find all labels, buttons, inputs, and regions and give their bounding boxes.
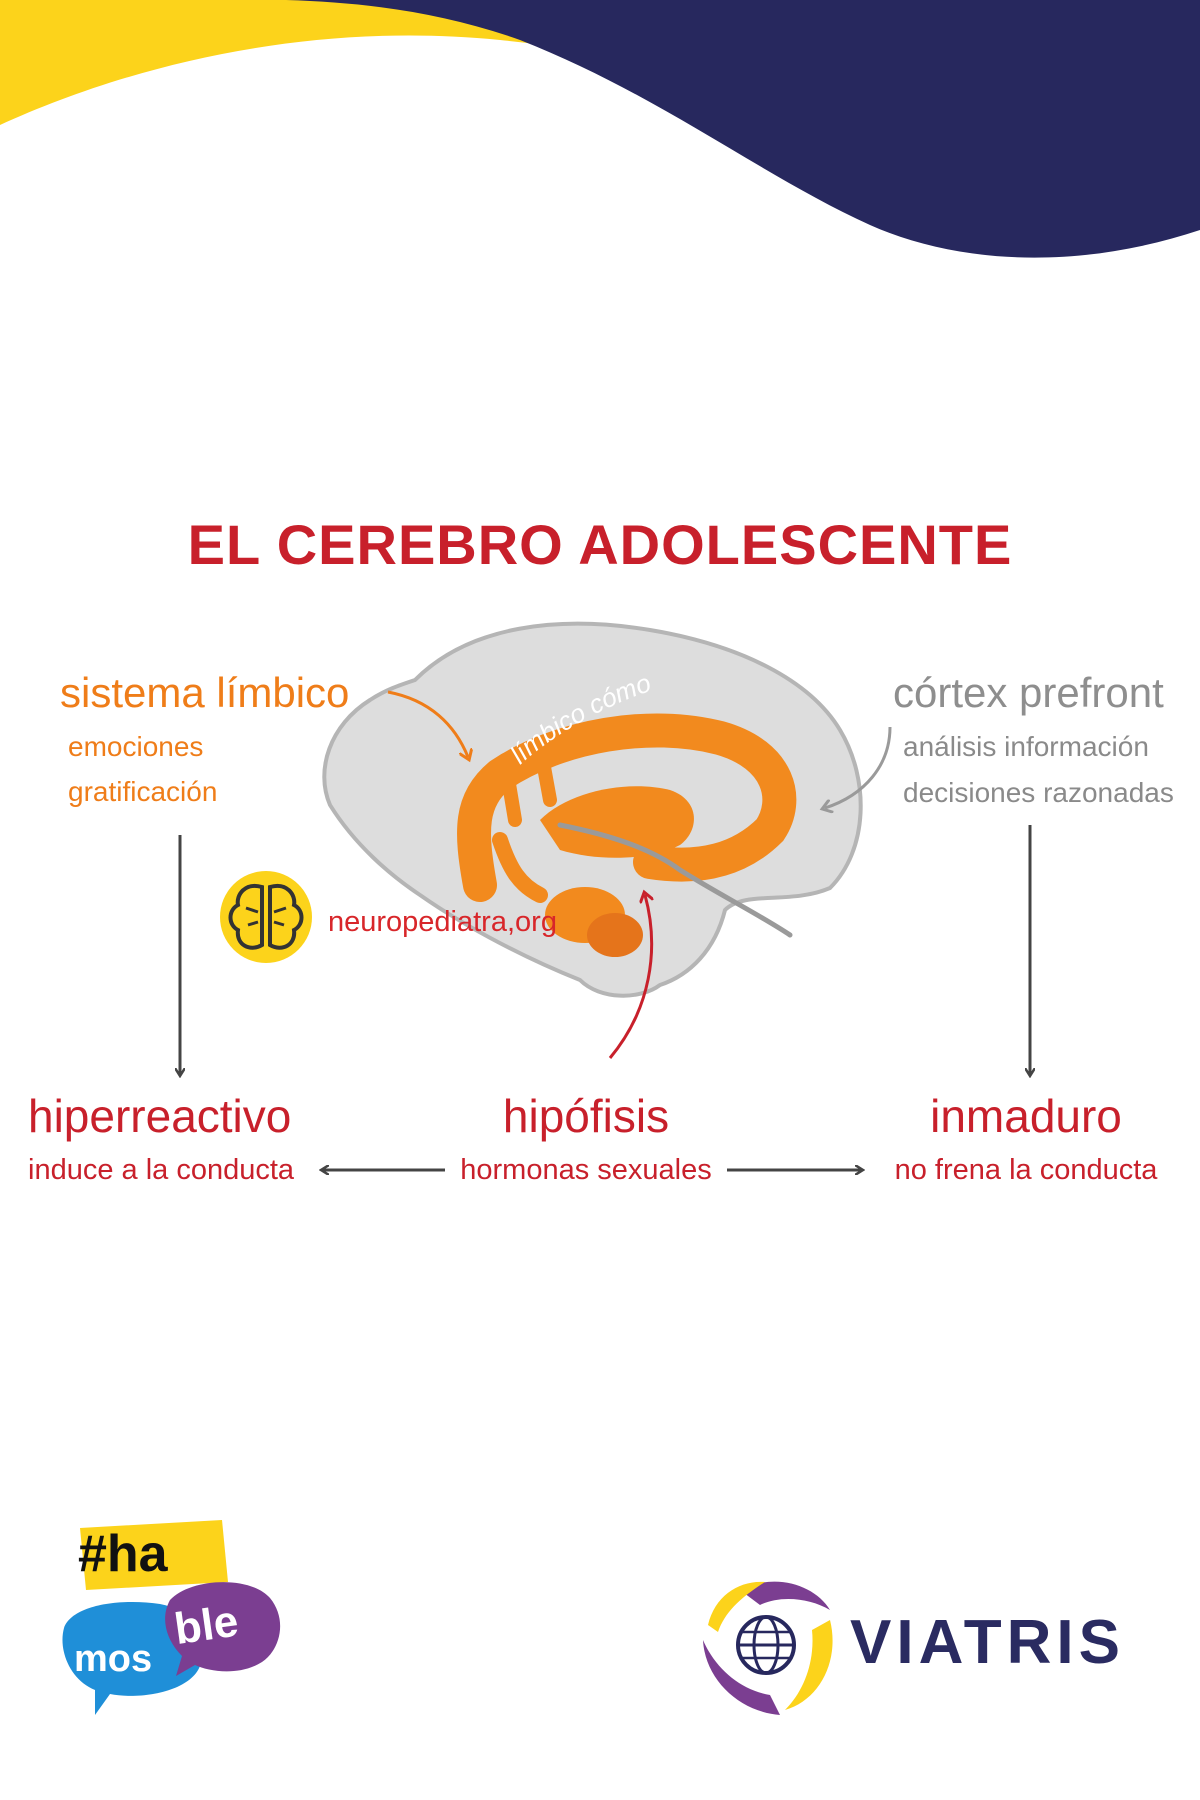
limbic-system-title: sistema límbico <box>60 669 350 716</box>
neuropediatra-watermark: neuropediatra,org <box>328 906 557 938</box>
immature-subtitle: no frena la conducta <box>894 1154 1158 1186</box>
globe-icon <box>736 1615 796 1675</box>
limbic-line-reward: gratificación <box>68 776 218 807</box>
arrow-hypophysis-to-brain <box>608 895 652 1059</box>
arrows <box>180 690 1030 1170</box>
immature-title: inmaduro <box>930 1090 1122 1142</box>
hashtag-logo-text: #ha <box>78 1525 168 1583</box>
cortex-line-analysis: análisis información <box>903 731 1149 762</box>
cortex-line-decisions: decisiones razonadas <box>903 777 1174 808</box>
viatris-wordmark: VIATRIS <box>850 1608 1125 1677</box>
viatris-logo-mark <box>703 1581 833 1715</box>
ble-logo-text: ble <box>171 1596 242 1654</box>
mos-logo-text: mos <box>74 1638 153 1680</box>
page-title: EL CEREBRO ADOLESCENTE <box>187 513 1013 576</box>
brain-icon <box>220 871 312 963</box>
limbic-system-shape <box>457 713 797 957</box>
arrow-limbic-to-brain <box>387 690 468 757</box>
brain-illustration <box>322 621 863 998</box>
hyperreactive-subtitle: induce a la conducta <box>28 1154 295 1186</box>
hypophysis-title: hipófisis <box>502 1090 670 1142</box>
top-wave <box>0 0 1200 258</box>
hyperreactive-title: hiperreactivo <box>28 1090 292 1142</box>
prefrontal-cortex-title: córtex prefront <box>893 669 1164 716</box>
hamosble-logo <box>62 1520 281 1715</box>
hypophysis-subtitle: hormonas sexuales <box>460 1154 712 1186</box>
arrow-cortex-to-brain <box>825 726 892 808</box>
limbic-line-emotions: emociones <box>68 731 204 762</box>
